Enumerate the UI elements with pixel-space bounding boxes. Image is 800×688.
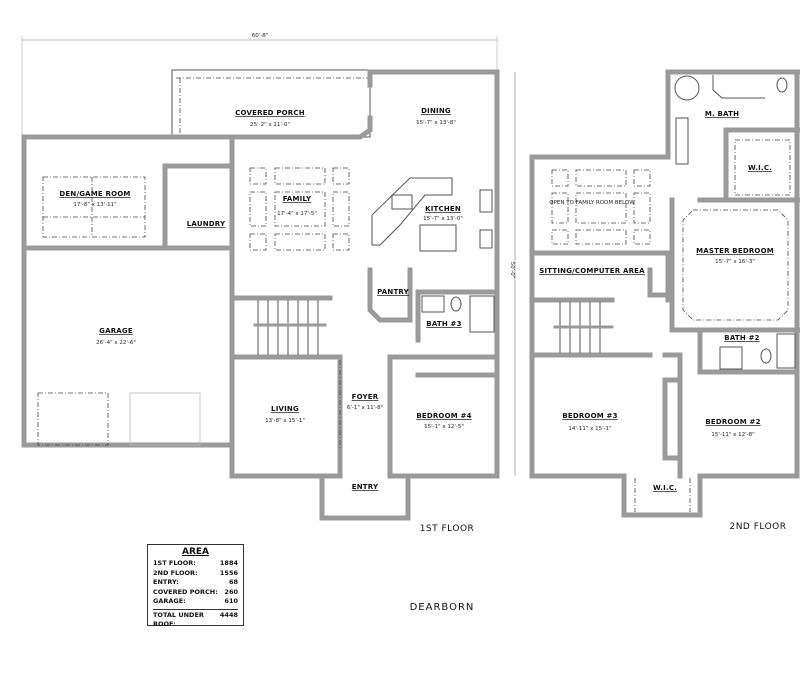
dimension-lines: 60'-8" 50'-0" <box>21 33 516 476</box>
room-size: 13'-8" x 15'-1" <box>265 418 305 424</box>
first-floor-walls <box>21 69 500 521</box>
room-size: 25'-2" x 11'-0" <box>250 122 290 128</box>
room-size: 6'-1" x 11'-8" <box>347 405 383 411</box>
first-floor-room-labels: COVERED PORCH 25'-2" x 11'-0" DINING 15'… <box>59 107 475 534</box>
second-floor-label: 2ND FLOOR <box>729 522 786 532</box>
area-total-label: TOTAL UNDER ROOF: <box>153 610 204 629</box>
room-label: FOYER <box>352 393 379 401</box>
room-label: SITTING/COMPUTER AREA <box>539 267 645 275</box>
room-label: BEDROOM #3 <box>562 412 617 420</box>
room-label: ENTRY <box>352 483 379 491</box>
area-row: 2ND FLOOR: 1556 <box>153 569 238 579</box>
area-row: GARAGE: 610 <box>153 597 238 607</box>
area-total-value: 4448 <box>219 610 238 619</box>
room-label: DEN/GAME ROOM <box>59 190 130 198</box>
plan-name: DEARBORN <box>410 602 475 613</box>
area-table: AREA 1ST FLOOR: 1884 2ND FLOOR: 1556 ENTRY… <box>147 544 244 628</box>
room-label: MASTER BEDROOM <box>696 247 774 255</box>
area-value: 68 <box>228 578 238 586</box>
area-row: COVERED PORCH: 260 <box>153 588 238 598</box>
room-label: BATH #3 <box>426 320 461 328</box>
room-label: DINING <box>421 107 451 115</box>
room-label: FAMILY <box>283 195 312 203</box>
room-size: 15'-7" x 13'-8" <box>416 120 456 126</box>
room-label: W.I.C. <box>748 164 772 172</box>
area-value: 1556 <box>219 568 238 577</box>
room-size: 15'-1" x 12'-5" <box>424 424 464 430</box>
area-value: 610 <box>224 597 238 605</box>
room-label: BATH #2 <box>724 334 759 342</box>
room-label: KITCHEN <box>425 205 461 213</box>
room-label: GARAGE <box>99 327 133 335</box>
room-size: 15'-11" x 12'-8" <box>711 432 754 438</box>
area-table-title: AREA <box>181 547 209 557</box>
area-label: 1ST FLOOR: <box>153 559 196 567</box>
area-value: 260 <box>224 587 238 596</box>
depth-dimension: 50'-0" <box>509 262 515 279</box>
room-label: OPEN TO FAMILY ROOM BELOW <box>549 200 635 206</box>
room-size: 14'-11" x 15'-1" <box>568 426 611 432</box>
room-size: 15'-7" x 13'-0" <box>423 216 463 222</box>
room-label: BEDROOM #2 <box>705 418 760 426</box>
room-size: 17'-8" x 13'-11" <box>73 202 116 208</box>
room-label: M. BATH <box>705 110 739 118</box>
room-label: PANTRY <box>377 288 410 296</box>
area-row: ENTRY: 68 <box>153 578 238 588</box>
second-floor-room-labels: M. BATH W.I.C. OPEN TO FAMILY ROOM BELOW… <box>539 110 786 532</box>
area-label: ENTRY: <box>153 578 179 586</box>
area-value: 1884 <box>219 559 238 567</box>
width-dimension: 60'-8" <box>252 33 269 39</box>
area-total-row: TOTAL UNDER ROOF: 4448 <box>153 608 238 630</box>
area-label: 2ND FLOOR: <box>153 568 198 577</box>
room-label: BEDROOM #4 <box>416 412 471 420</box>
room-size: 26'-4" x 22'-6" <box>96 340 136 346</box>
area-label: COVERED PORCH: <box>153 587 218 596</box>
second-floor-walls <box>529 69 800 518</box>
room-label: LAUNDRY <box>187 220 226 228</box>
room-size: 17'-4" x 17'-5" <box>277 211 317 217</box>
first-floor-label: 1ST FLOOR <box>420 524 475 534</box>
room-label: COVERED PORCH <box>235 109 305 117</box>
room-label: LIVING <box>271 405 299 413</box>
room-label: W.I.C. <box>653 484 677 492</box>
room-size: 15'-7" x 16'-3" <box>715 259 755 265</box>
area-row: 1ST FLOOR: 1884 <box>153 559 238 569</box>
area-label: GARAGE: <box>153 597 186 605</box>
